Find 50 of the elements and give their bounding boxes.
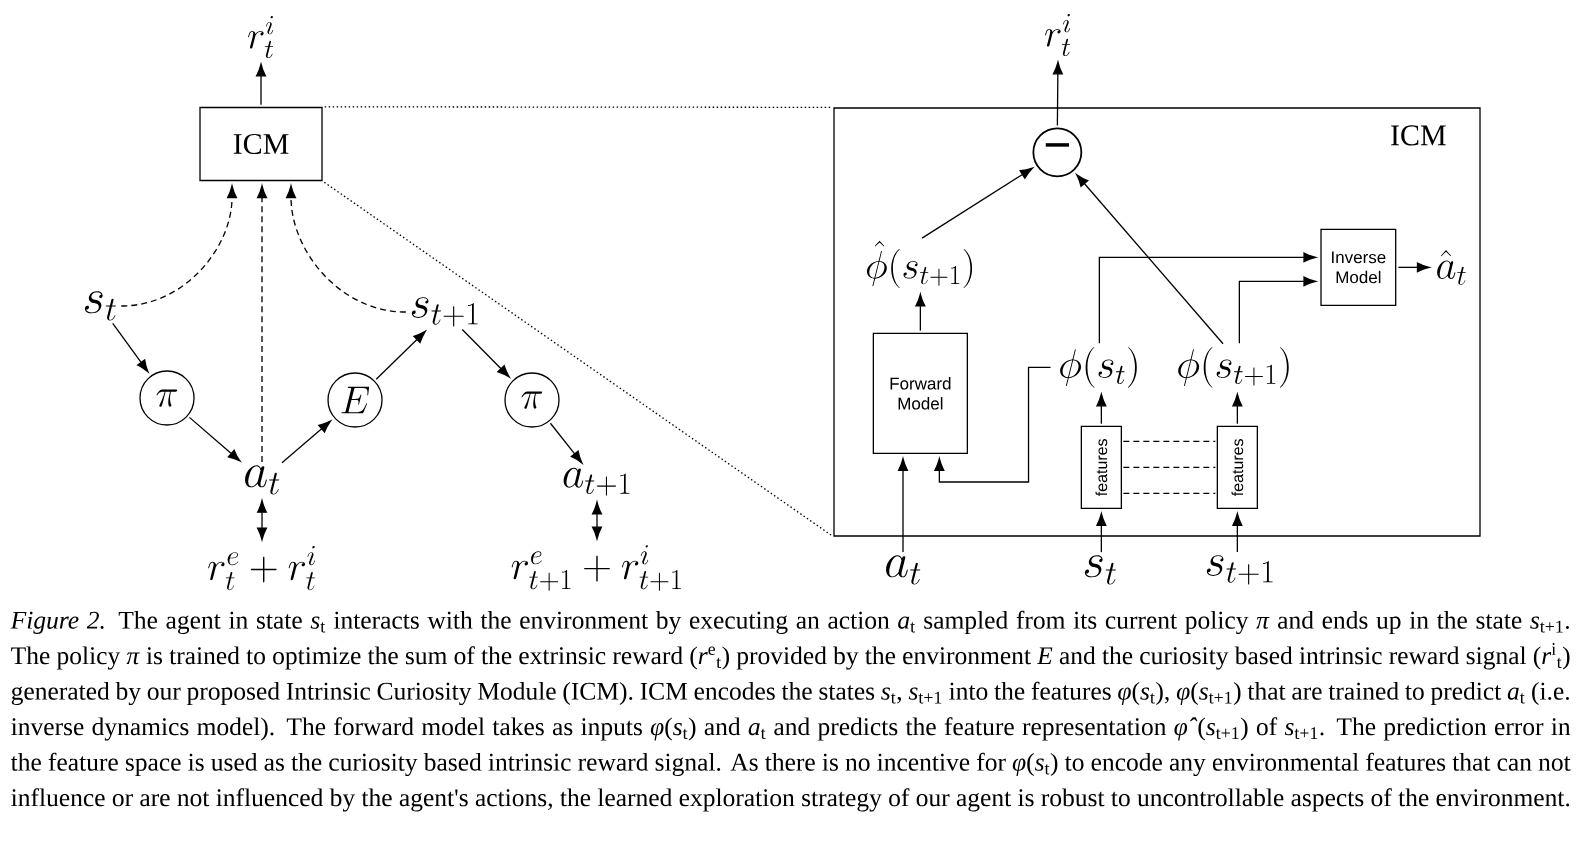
arrow: [898, 458, 909, 553]
arrow: [375, 330, 426, 380]
arrow: [1052, 61, 1063, 127]
arrow: [281, 420, 332, 464]
dashed-line: [1122, 466, 1216, 468]
feature-box: features: [1216, 425, 1258, 509]
zoom-line: [324, 106, 832, 108]
arrow: [1096, 513, 1107, 553]
state-label: $s_{t+1}$: [411, 297, 478, 327]
arrow: [1238, 276, 1317, 344]
arrow: [549, 422, 583, 464]
prediction-label: $\hat{\phi}(s_{t+1})$: [866, 240, 973, 288]
process-box: ICM: [199, 106, 323, 182]
arrow: [461, 328, 510, 378]
dashed-line: [1122, 492, 1216, 494]
arrow: [112, 322, 149, 373]
prediction-label: $\hat{a}_t$: [1437, 250, 1466, 285]
feature-label: $\phi(s_t)$: [1060, 346, 1137, 388]
state-label: $s_t$: [1084, 555, 1117, 585]
state-label: $s_{t+1}$: [1206, 555, 1273, 585]
arrow: [915, 293, 926, 332]
double-arrow: [592, 501, 603, 540]
arrow: [921, 167, 1033, 239]
reward-label: $r_t^e + r_t^i$: [208, 546, 315, 591]
zoom-line: [323, 181, 833, 537]
dashed-arrow: [120, 185, 238, 307]
state-label: $s_t$: [84, 291, 117, 321]
arrow: [1232, 393, 1243, 425]
feature-box: features: [1080, 425, 1122, 509]
arrow: [1076, 174, 1224, 345]
arrow: [188, 416, 241, 462]
dashed-line: [1122, 440, 1216, 442]
dashed-arrow: [286, 185, 407, 313]
action-label: $a_t$: [245, 465, 280, 495]
reward-label: $r_t^i$: [248, 16, 274, 59]
arrow: [1096, 393, 1107, 425]
reward-label: $r_t^i$: [1045, 14, 1071, 57]
double-arrow: [257, 499, 268, 541]
dashed-arrow: [257, 185, 268, 463]
process-box: Forward Model: [872, 332, 968, 454]
arrow: [1232, 513, 1243, 553]
reward-label: $r_{t+1}^e + r_{t+1}^i$: [511, 545, 681, 591]
process-box: Inverse Model: [1320, 228, 1397, 306]
arrow: [934, 366, 1052, 483]
action-label: $a_t$: [886, 555, 921, 585]
arrow: [1397, 262, 1430, 273]
action-label: $a_{t+1}$: [563, 467, 630, 496]
arrow: [1098, 252, 1317, 344]
arrow: [256, 63, 267, 106]
feature-label: $\phi(s_{t+1})$: [1178, 346, 1289, 388]
